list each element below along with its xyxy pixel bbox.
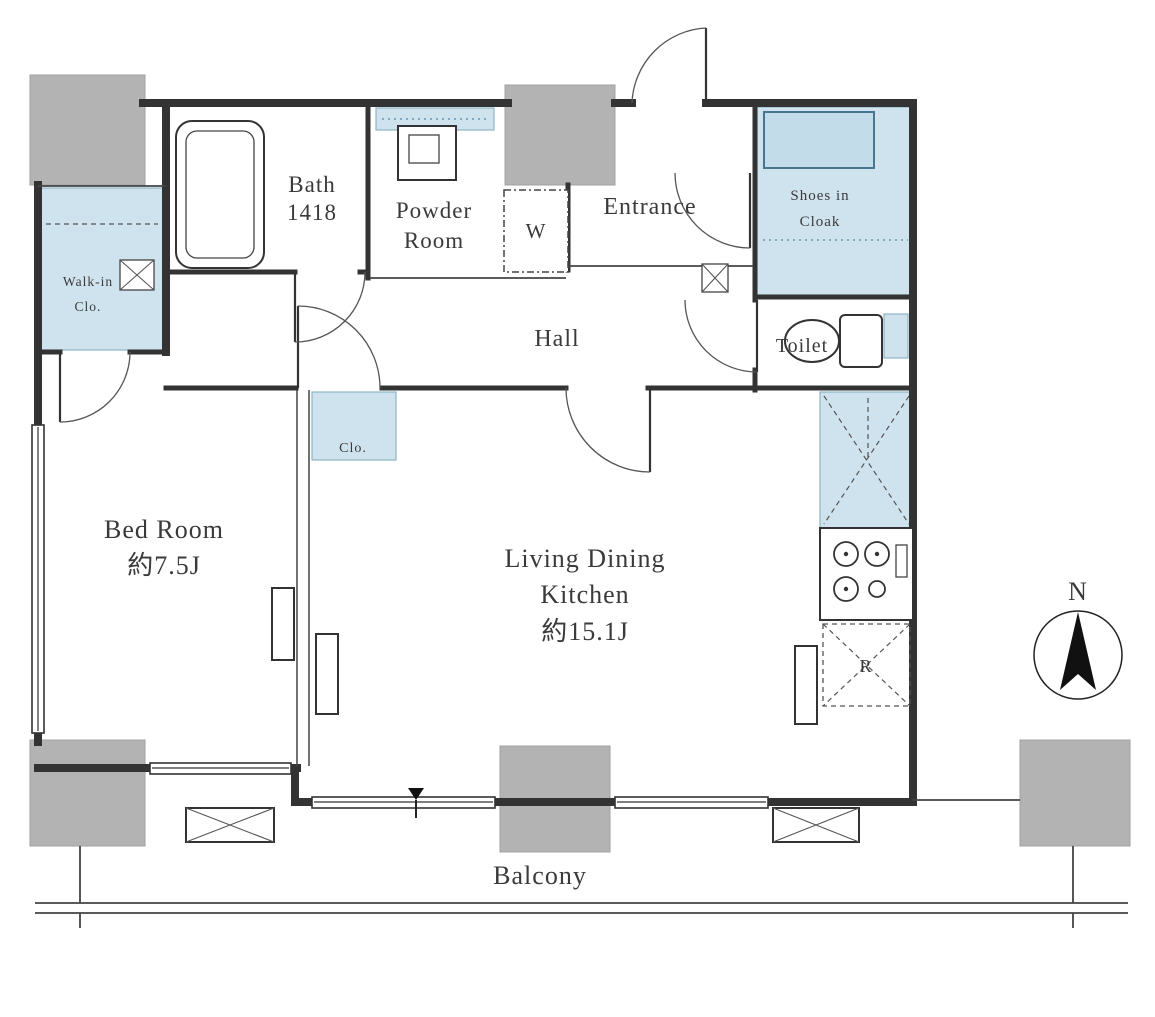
hall-label: Hall	[534, 326, 579, 352]
wic-door-arc	[59, 351, 131, 423]
burner-2	[864, 541, 890, 567]
balcony-divider-left-x	[185, 807, 275, 843]
balcony-edge-double-line	[35, 902, 1128, 914]
powder-room-label-2: Room	[404, 228, 464, 253]
ldk-label-1: Living Dining	[504, 544, 665, 573]
closet-label: Clo.	[339, 441, 367, 456]
windows-group	[31, 424, 769, 809]
north-arrow-icon	[1060, 612, 1096, 690]
pillar-top-middle	[504, 84, 616, 186]
refrigerator-space	[822, 623, 911, 707]
walk-in-closet-label-1: Walk-in	[63, 274, 113, 289]
bath-door-arc	[294, 271, 366, 343]
cloak-door-arc	[674, 172, 751, 249]
burner-1	[833, 541, 859, 567]
burner-4	[868, 580, 886, 598]
shoes-in-cloak-label-1: Shoes in	[790, 188, 849, 204]
washer-space	[503, 189, 569, 273]
entrance-label: Entrance	[603, 194, 696, 220]
fixtures-group	[46, 120, 914, 843]
shoes-in-cloak-shelf	[763, 111, 875, 169]
bedroom-size-label: 約7.5J	[127, 551, 201, 580]
compass: N	[1033, 577, 1123, 700]
inner-walls	[35, 100, 916, 393]
north-label: N	[1068, 577, 1088, 606]
floor-boundary-lines	[38, 185, 1074, 928]
pillar-bottom-left	[29, 739, 146, 847]
doors-group	[58, 27, 759, 473]
bath-size-label: 1418	[287, 200, 337, 225]
bath-label: Bath	[288, 172, 335, 197]
closet-area	[311, 391, 397, 461]
walls-group	[34, 99, 1128, 928]
refrigerator-label: R	[859, 656, 872, 676]
washer-label: W	[526, 219, 547, 243]
powder-room-label-1: Powder	[396, 198, 472, 223]
kitchen-side-panel	[794, 645, 818, 725]
toilet-window	[883, 313, 909, 359]
balcony-label: Balcony	[493, 861, 587, 890]
toilet-door-arc	[684, 299, 758, 373]
pillar-top-left	[29, 74, 146, 186]
burner-1-dot	[843, 551, 849, 557]
hall-closet-door-arc	[297, 305, 381, 389]
shoes-in-cloak-label-2: Cloak	[800, 214, 841, 230]
ldk-door-arc	[565, 387, 651, 473]
walk-in-closet-label-2: Clo.	[75, 299, 102, 314]
bathtub-inner	[185, 130, 255, 259]
outer-walls	[34, 99, 917, 806]
toilet-label: Toilet	[776, 335, 828, 357]
powder-sink-bowl	[408, 134, 440, 164]
ldk-label-2: Kitchen	[540, 580, 629, 609]
sliding-door-rail	[296, 390, 310, 766]
entrance-door-arc	[631, 27, 707, 104]
burner-2-dot	[874, 551, 880, 557]
sliding-panel-left	[271, 587, 295, 661]
entrance-pipe-space-x	[701, 263, 729, 293]
kitchen-counter-diag-2	[823, 395, 910, 525]
wic-pipe-space-x	[119, 259, 155, 291]
toilet-tank	[839, 314, 883, 368]
pillar-bottom-right	[1019, 739, 1131, 847]
toilet-bowl	[784, 319, 840, 363]
refrigerator-diag-1	[822, 623, 911, 707]
refrigerator-diag-2	[822, 623, 911, 707]
balcony-divider-right-x	[772, 807, 860, 843]
burner-3-dot	[843, 586, 849, 592]
bedroom-label: Bed Room	[104, 515, 224, 544]
room-labels-group: Bath 1418 Powder Room W Entrance Shoes i…	[63, 172, 872, 890]
burner-3	[833, 576, 859, 602]
storage-areas-group	[39, 106, 914, 529]
stove-grill	[895, 544, 908, 578]
balcony-faucet-icon	[408, 788, 424, 800]
stove-unit	[819, 527, 914, 621]
ldk-size-label: 約15.1J	[541, 617, 629, 646]
sliding-panel-right	[315, 633, 339, 715]
